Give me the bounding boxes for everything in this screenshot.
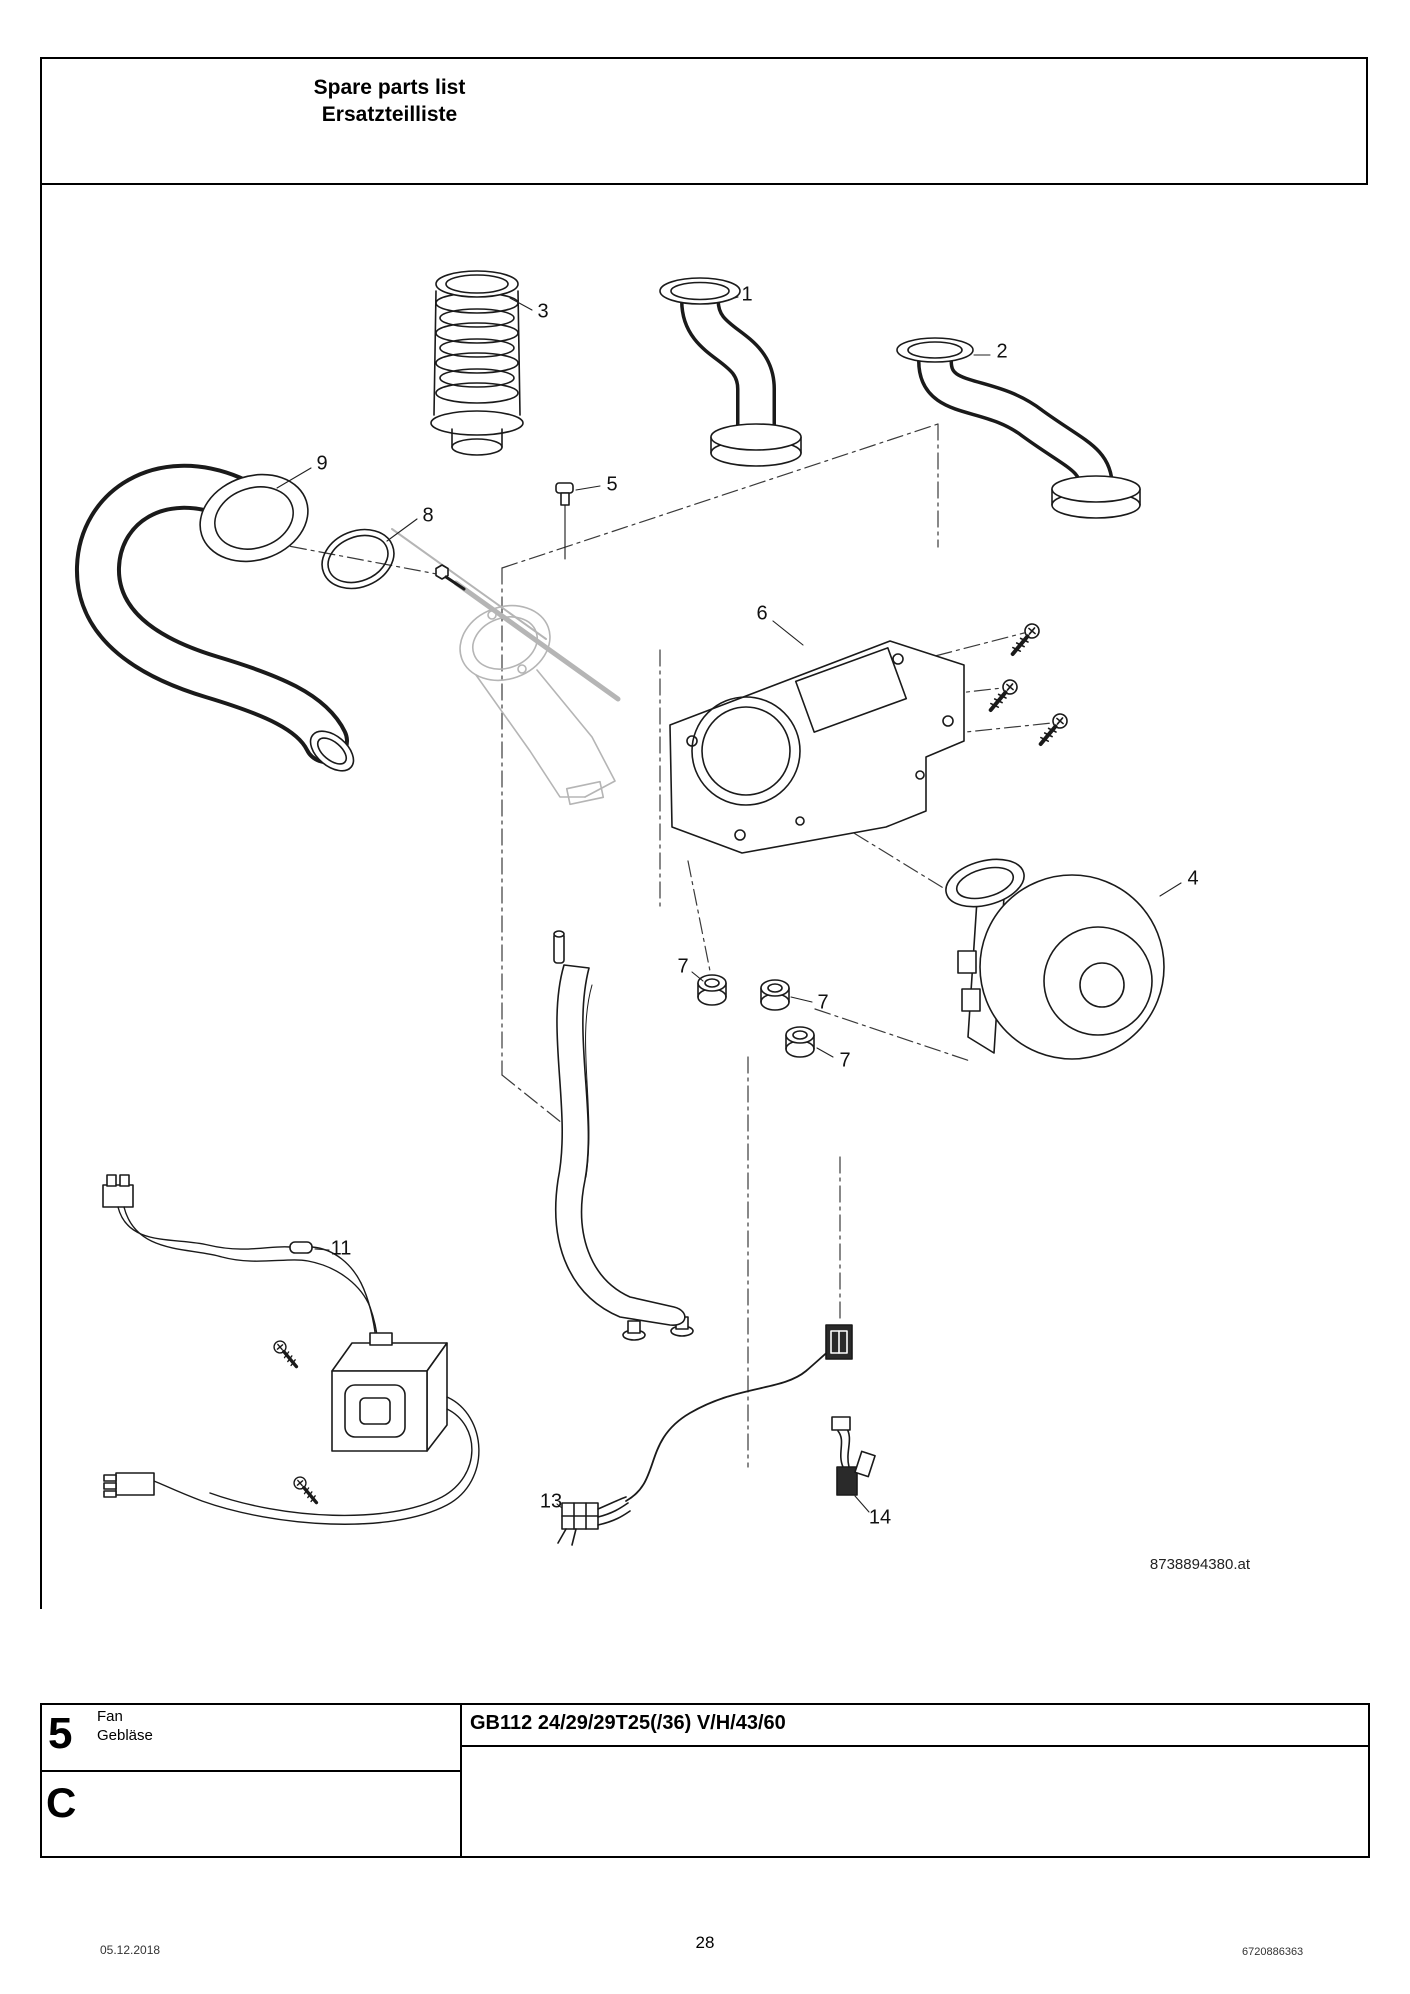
- table-divider-model-row: [460, 1745, 1370, 1747]
- component-name: Fan Gebläse: [97, 1707, 153, 1745]
- callout-13: 13: [539, 1490, 563, 1513]
- support-bracket: [553, 930, 694, 1341]
- component-name-en: Fan: [97, 1708, 123, 1725]
- part-3-corrugated-hose: [430, 270, 524, 456]
- screw-4: [269, 1336, 303, 1373]
- part-11-ignition-transformer: [102, 1174, 480, 1525]
- part-7-grommet-b: [760, 979, 790, 1011]
- callout-9: 9: [316, 452, 328, 475]
- component-name-de: Gebläse: [97, 1727, 153, 1744]
- left-frame-rule: [40, 185, 42, 1609]
- part-7-grommet-c: [785, 1026, 815, 1058]
- part-4-fan-assembly: [945, 858, 1165, 1060]
- hex-bolt: [435, 564, 466, 591]
- table-border-bottom: [40, 1856, 1370, 1858]
- callout-11: 11: [330, 1237, 352, 1260]
- callout-3: 3: [537, 300, 549, 323]
- callout-14: 14: [868, 1506, 892, 1529]
- part-9-intake-pipe: [75, 463, 355, 772]
- callout-5: 5: [606, 473, 618, 496]
- screw-1: [1005, 619, 1044, 661]
- drawing-number: 8738894380.at: [1149, 1556, 1250, 1573]
- footer-document-number: 6720886363: [1242, 1946, 1304, 1958]
- ghost-reference-duct: [391, 528, 621, 806]
- table-divider-vertical: [460, 1703, 462, 1858]
- footer-date: 05.12.2018: [100, 1943, 161, 1957]
- screw-3: [1033, 709, 1072, 751]
- part-6-mounting-plate: [669, 640, 965, 854]
- callout-leaders: [276, 296, 1182, 1513]
- callout-7a: 7: [677, 955, 689, 978]
- part-14-connector: [831, 1416, 876, 1496]
- part-7-grommet-a: [697, 974, 727, 1006]
- callout-8: 8: [422, 504, 434, 527]
- table-border-right: [1368, 1703, 1370, 1858]
- callout-7c: 7: [839, 1049, 851, 1072]
- part-5-clip: [555, 482, 574, 560]
- model-designation: GB112 24/29/29T25(/36) V/H/43/60: [470, 1712, 786, 1734]
- callout-6: 6: [756, 602, 768, 625]
- page-title: Spare parts list Ersatzteilliste: [292, 74, 487, 128]
- part-13-cable: [557, 1324, 853, 1546]
- page-title-en: Spare parts list: [313, 76, 466, 99]
- page-title-de: Ersatzteilliste: [321, 103, 458, 126]
- table-border-left: [40, 1703, 42, 1858]
- header-box: [40, 57, 1368, 185]
- table-border-top: [40, 1703, 1370, 1705]
- callout-4: 4: [1187, 867, 1199, 890]
- part-1-flue-elbow: [659, 277, 802, 467]
- footer-page-number: 28: [695, 1933, 715, 1952]
- screw-2: [983, 675, 1022, 717]
- exploded-parts-diagram: [75, 270, 1182, 1546]
- part-2-flue-elbow: [896, 337, 1141, 519]
- screw-5: [289, 1472, 323, 1509]
- callout-7b: 7: [817, 991, 829, 1014]
- callout-2: 2: [996, 340, 1008, 363]
- section-number: 5: [48, 1709, 73, 1758]
- section-letter: C: [46, 1779, 77, 1826]
- table-divider-section-row: [40, 1770, 462, 1772]
- callout-1: 1: [741, 283, 753, 306]
- part-8-gasket: [321, 528, 395, 590]
